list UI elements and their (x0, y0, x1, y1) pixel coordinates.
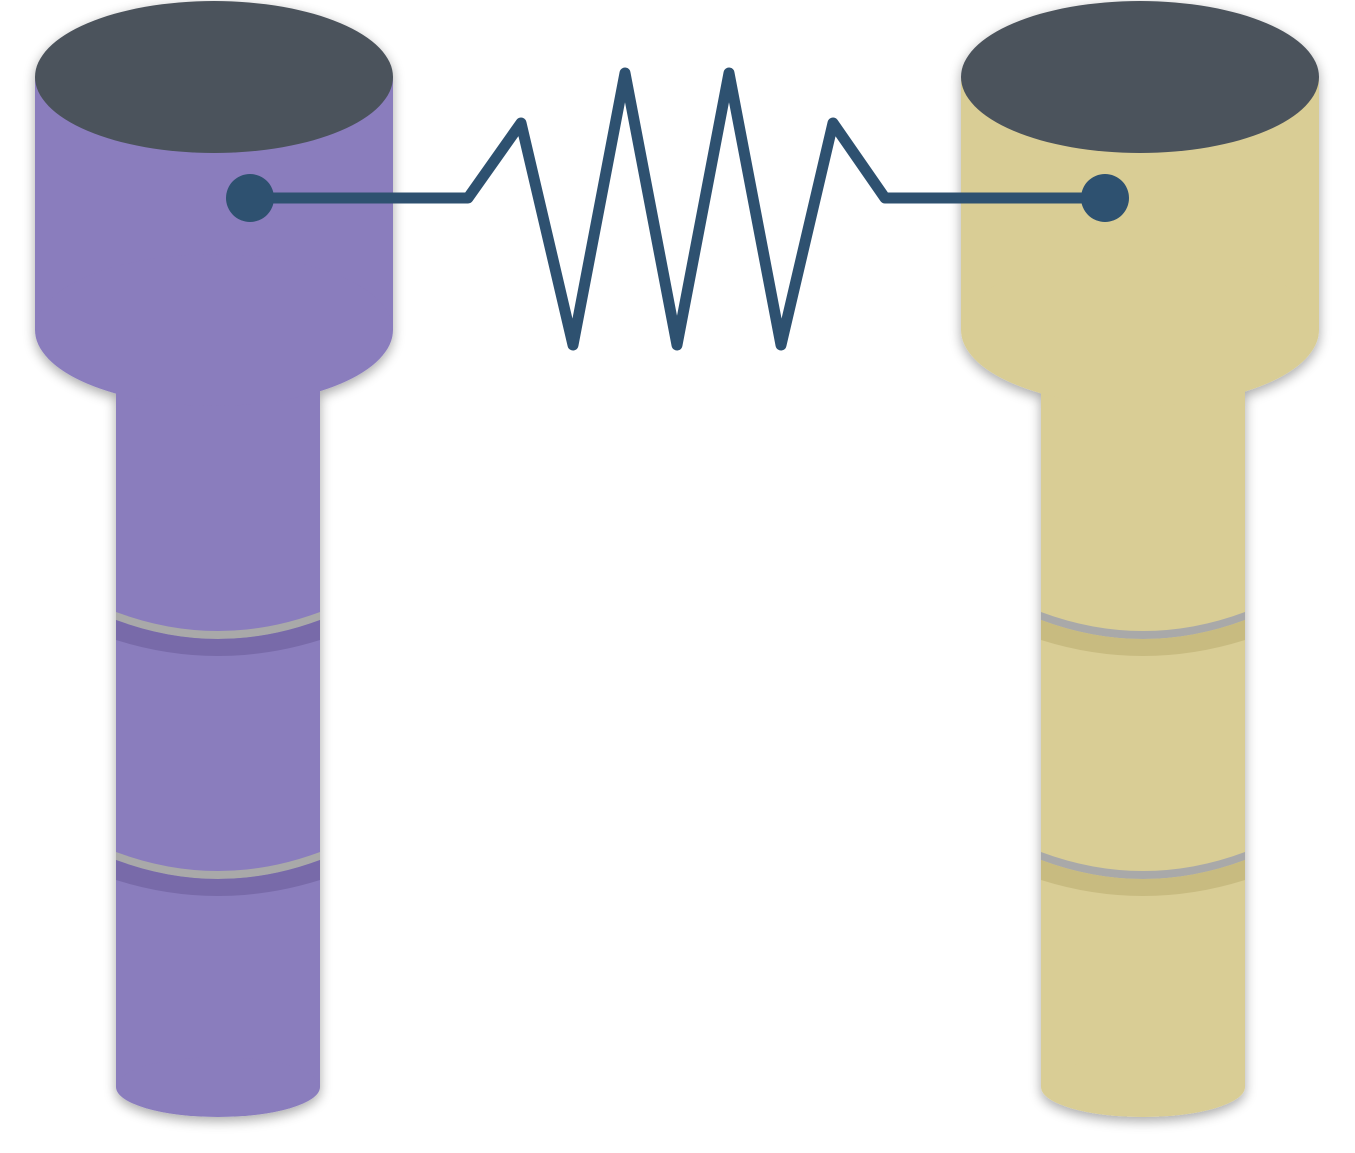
left-joint-upper (116, 612, 320, 656)
right-pillar (961, 1, 1319, 1117)
left-pillar (35, 1, 393, 1117)
left-cap-top (35, 1, 393, 153)
left-joint-lower (116, 852, 320, 896)
resistor-zigzag (244, 67, 1111, 351)
right-shaft (1041, 370, 1245, 1117)
left-terminal-dot (226, 174, 274, 222)
right-joint-upper (1041, 612, 1245, 656)
right-terminal-dot (1081, 174, 1129, 222)
right-joint-lower (1041, 852, 1245, 896)
right-cap-top (961, 1, 1319, 153)
right-head (961, 1, 1319, 406)
left-shaft (116, 370, 320, 1117)
resistor-connector (226, 67, 1129, 351)
